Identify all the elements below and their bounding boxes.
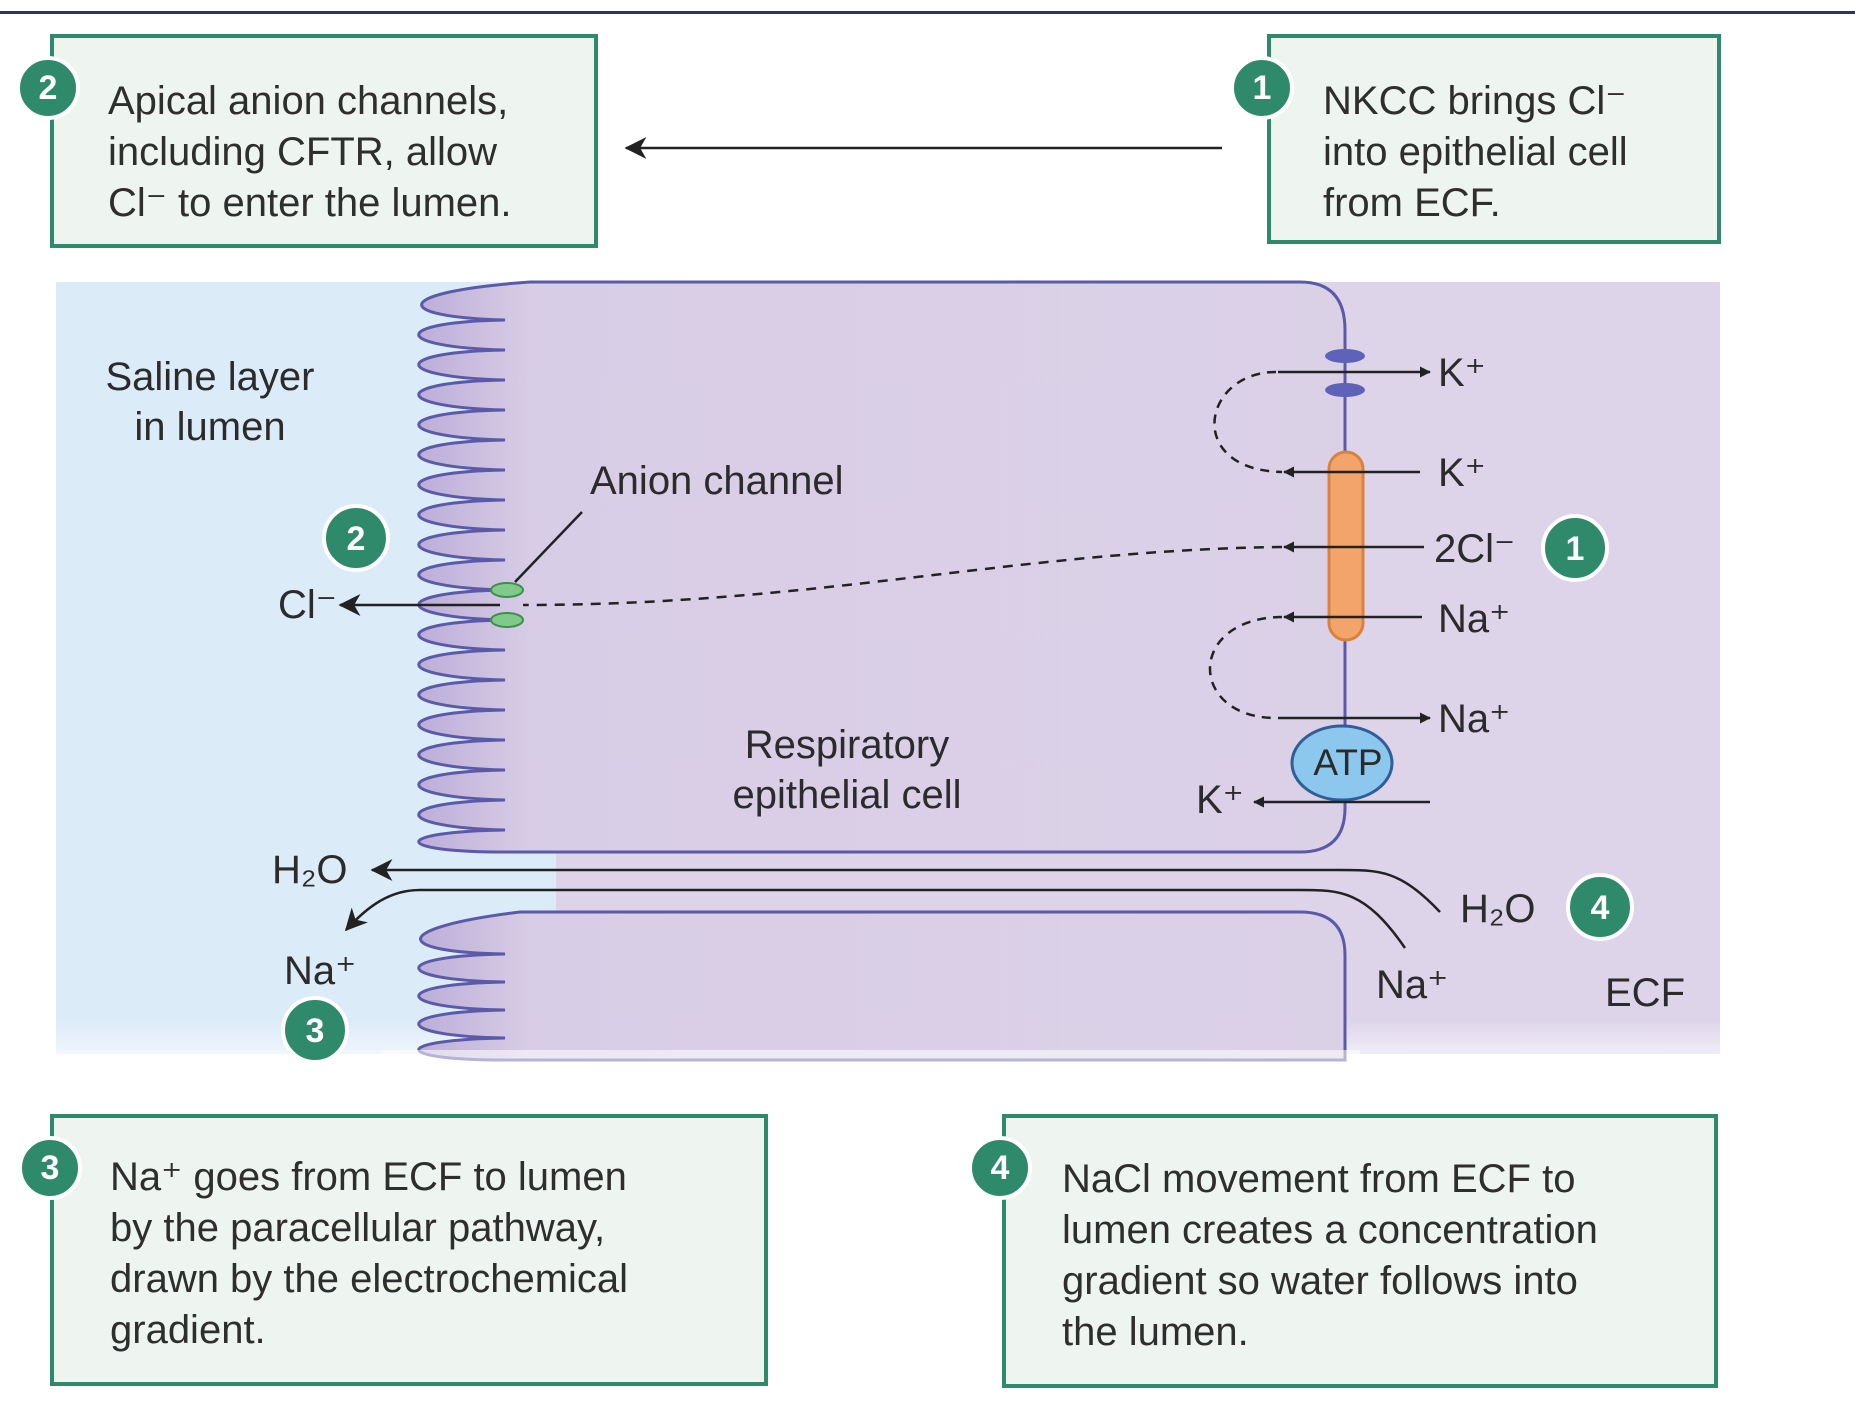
- svg-text:2: 2: [347, 520, 366, 558]
- callout-box-2: Apical anion channels, including CFTR, a…: [50, 34, 598, 248]
- na-recycle-loop: [1208, 615, 1283, 720]
- callout-1-text: NKCC brings Cl⁻ into epithelial cell fro…: [1323, 76, 1628, 229]
- marker-4-water: 4: [1566, 873, 1634, 941]
- epithelial-cell-upper: [417, 280, 1347, 854]
- svg-text:1: 1: [1566, 530, 1585, 568]
- callout-3-text: Na⁺ goes from ECF to lumen by the parace…: [110, 1152, 628, 1356]
- k-in-pump-label: K⁺: [1196, 778, 1244, 822]
- callout-4-line-4: the lumen.: [1062, 1310, 1249, 1354]
- callout-2-line-2: including CFTR, allow: [108, 130, 498, 174]
- na-lumen-label: Na⁺: [284, 949, 356, 993]
- callout-4-text: NaCl movement from ECF to lumen creates …: [1062, 1154, 1598, 1358]
- na-k-atpase: [1290, 724, 1394, 802]
- epithelial-cell-label: Respiratory: [745, 723, 950, 767]
- callout-2-line-1: Apical anion channels,: [108, 79, 509, 123]
- callout-1-line-2: into epithelial cell: [1323, 130, 1628, 174]
- callout-4-line-3: gradient so water follows into: [1062, 1259, 1578, 1303]
- na-out-pump-label: Na⁺: [1438, 697, 1510, 741]
- h2o-lumen-label: H₂O: [272, 848, 348, 892]
- callout-box-3: Na⁺ goes from ECF to lumen by the parace…: [50, 1114, 768, 1386]
- cl-path-dashed: [522, 545, 1283, 607]
- callout-2-line-3: Cl⁻ to enter the lumen.: [108, 181, 512, 225]
- na-ecf-label: Na⁺: [1376, 963, 1448, 1007]
- epithelial-cell-label-2: epithelial cell: [732, 773, 961, 817]
- callout-3-badge: 3: [18, 1136, 82, 1200]
- callout-1-badge: 1: [1230, 56, 1294, 120]
- anion-channel-leader: [514, 511, 583, 583]
- k-channel-bottom: [1325, 383, 1365, 397]
- ecf-label: ECF: [1605, 971, 1685, 1015]
- callout-3-line-1: Na⁺ goes from ECF to lumen: [110, 1155, 627, 1199]
- cl-lumen-label: Cl⁻: [278, 583, 337, 627]
- k-channel-top: [1325, 349, 1365, 363]
- epithelial-cell-lower: [417, 910, 1347, 1062]
- h2o-to-lumen-arrow: [370, 859, 1441, 913]
- na-to-lumen-arrow: [344, 888, 1407, 949]
- k-recycle-loop: [1213, 370, 1283, 474]
- k-in-nkcc-label: K⁺: [1438, 451, 1486, 495]
- callout-2-text: Apical anion channels, including CFTR, a…: [108, 76, 512, 229]
- atp-label: ATP: [1313, 742, 1382, 783]
- anion-channel-top: [490, 582, 524, 598]
- na-in-nkcc-label: Na⁺: [1438, 597, 1510, 641]
- h2o-ecf-label: H₂O: [1460, 887, 1536, 931]
- marker-3-paracellular: 3: [281, 996, 349, 1064]
- marker-2-apical: 2: [322, 504, 390, 572]
- anion-channel-label: Anion channel: [590, 459, 844, 503]
- callout-1-line-1: NKCC brings Cl⁻: [1323, 79, 1627, 123]
- callout-3-line-3: drawn by the electrochemical: [110, 1257, 629, 1301]
- saline-layer-label-2: in lumen: [134, 405, 285, 449]
- svg-text:3: 3: [306, 1012, 325, 1050]
- anion-channel-bottom: [490, 612, 524, 628]
- callout-4-badge: 4: [968, 1136, 1032, 1200]
- svg-text:4: 4: [1591, 889, 1610, 927]
- callout-4-line-2: lumen creates a concentration: [1062, 1208, 1598, 1252]
- callout-3-line-2: by the paracellular pathway,: [110, 1206, 606, 1250]
- callout-2-badge: 2: [16, 56, 80, 120]
- saline-layer-label: Saline layer: [105, 355, 314, 399]
- callout-box-4: NaCl movement from ECF to lumen creates …: [1002, 1114, 1718, 1388]
- k-out-label: K⁺: [1438, 351, 1486, 395]
- callout-4-line-1: NaCl movement from ECF to: [1062, 1157, 1576, 1201]
- callout-box-1: NKCC brings Cl⁻ into epithelial cell fro…: [1267, 34, 1721, 244]
- marker-1-nkcc: 1: [1541, 514, 1609, 582]
- callout-1-line-3: from ECF.: [1323, 181, 1501, 225]
- callout-3-line-4: gradient.: [110, 1308, 266, 1352]
- cl-nkcc-label: 2Cl⁻: [1434, 527, 1515, 571]
